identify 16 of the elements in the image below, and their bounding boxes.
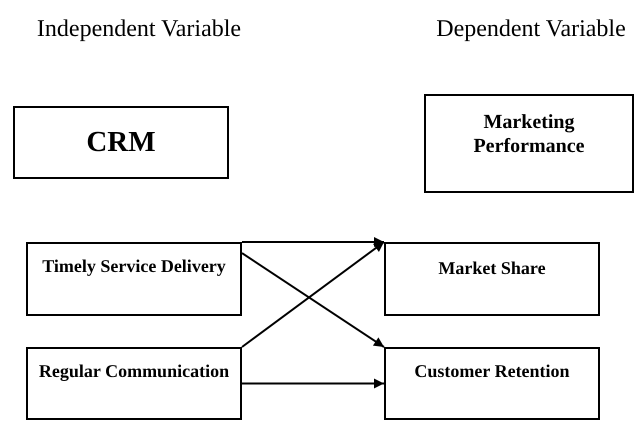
- arrow: [242, 378, 384, 388]
- variable-box: [424, 94, 634, 193]
- variable-label: Market Share: [438, 258, 546, 280]
- variable-box: [384, 242, 600, 316]
- variable-box: [26, 347, 242, 420]
- variable-label: CRM: [86, 125, 156, 160]
- variable-label: Timely Service Delivery: [42, 256, 226, 278]
- variable-label: Customer Retention: [414, 361, 570, 383]
- variable-box: [13, 106, 229, 179]
- variable-label: Marketing Performance: [472, 110, 586, 158]
- variable-box: [26, 242, 242, 316]
- variable-label: Regular Communication: [38, 361, 230, 383]
- column-heading: Dependent Variable: [435, 15, 627, 44]
- column-heading: Independent Variable: [36, 15, 242, 44]
- arrow: [242, 237, 384, 247]
- variable-box: [384, 347, 600, 420]
